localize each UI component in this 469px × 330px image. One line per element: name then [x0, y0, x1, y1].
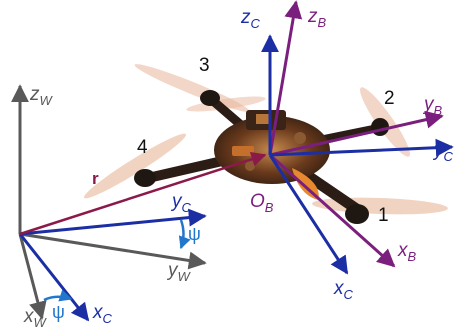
label-rotor-3: 3 — [199, 55, 210, 76]
y-body-axis — [269, 110, 444, 157]
y-camera-world-axis — [19, 208, 207, 236]
propeller-3 — [134, 64, 266, 112]
x-camera-axis — [268, 154, 349, 275]
label-rotor-4: 4 — [137, 137, 148, 158]
propeller-4 — [83, 133, 187, 199]
yaw-angle-arcs — [43, 219, 191, 302]
psi-arc-upper — [178, 219, 191, 250]
label-y-camera-world: yC — [170, 191, 192, 215]
label-y-camera: yC — [432, 140, 454, 164]
label-psi-upper: ψ — [188, 224, 201, 244]
label-x-body: xB — [397, 240, 417, 264]
body-frame — [268, 0, 444, 268]
camera-frame-at-body — [261, 34, 454, 275]
position-vector-r — [19, 152, 267, 236]
label-origin-body: OB — [250, 191, 274, 215]
z-body-axis — [268, 0, 303, 156]
label-z-world: zW — [29, 84, 54, 108]
x-body-axis — [268, 153, 396, 268]
label-x-camera: xC — [333, 278, 354, 302]
label-psi-lower: ψ — [52, 302, 65, 322]
label-x-camera-world: xC — [92, 302, 113, 326]
camera-frame-at-world-origin — [18, 208, 207, 322]
y-camera-axis — [269, 138, 454, 157]
label-z-body: zB — [307, 6, 327, 30]
label-rotor-1: 1 — [378, 205, 389, 226]
x-camera-world-axis — [18, 233, 90, 322]
label-y-body: yB — [422, 94, 443, 118]
label-y-world: yW — [166, 260, 192, 284]
label-rotor-2: 2 — [384, 88, 395, 109]
diagram-labels: zW yW xW yC xC ψ ψ r zC zB yB yC xB xC O… — [23, 6, 454, 330]
world-frame — [10, 84, 207, 320]
label-position-vector-r: r — [92, 169, 99, 188]
y-world-axis — [19, 232, 207, 270]
psi-arc-lower — [43, 289, 73, 302]
label-x-world: xW — [23, 306, 48, 330]
x-world-axis — [18, 233, 47, 320]
label-z-camera: zC — [240, 7, 261, 31]
